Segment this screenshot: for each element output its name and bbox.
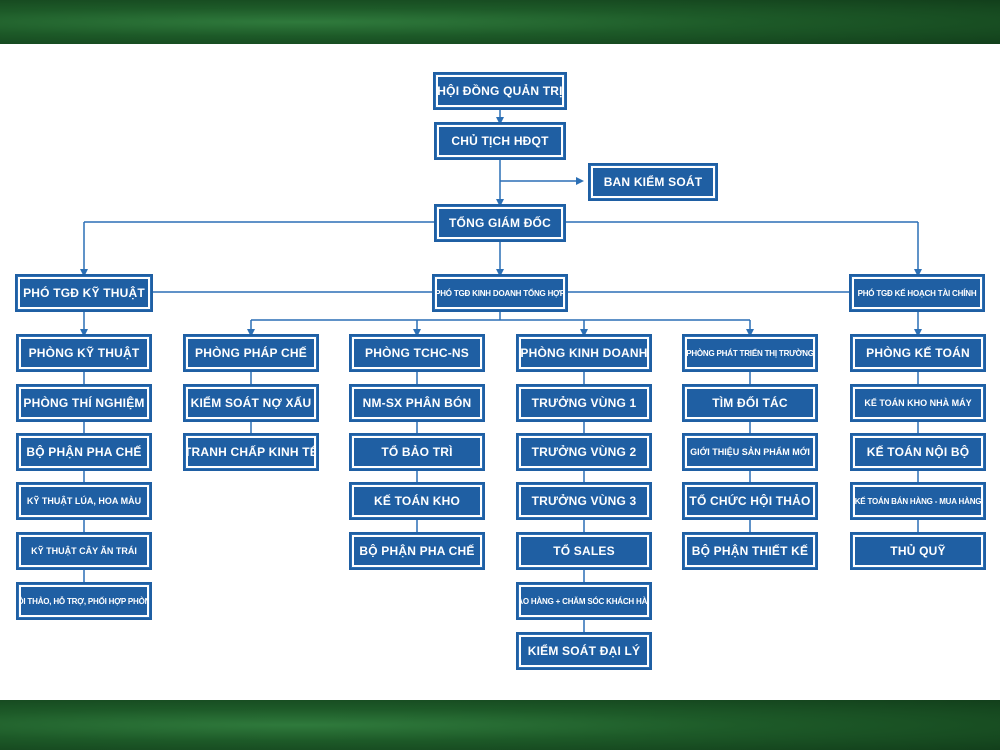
col6-item: KẾ TOÁN KHO NHÀ MÁY <box>852 386 984 420</box>
node-pho-tgd-ke-hoach-tai-chinh: PHÓ TGĐ KẾ HOẠCH TÀI CHÍNH <box>851 276 983 310</box>
dept-phong-ke-toan: PHÒNG KẾ TOÁN <box>852 336 984 370</box>
col5-item: TỔ CHỨC HỘI THẢO <box>684 484 816 518</box>
col5-item: TÌM ĐỐI TÁC <box>684 386 816 420</box>
dept-phong-ky-thuat: PHÒNG KỸ THUẬT <box>18 336 150 370</box>
col1-item: PHÒNG THÍ NGHIỆM <box>18 386 150 420</box>
node-pho-tgd-ky-thuat: PHÓ TGĐ KỸ THUẬT <box>17 276 151 310</box>
col2-item: TRANH CHẤP KINH TẾ <box>185 435 317 469</box>
dept-phong-tchc-ns: PHÒNG TCHC-NS <box>351 336 483 370</box>
col3-item: BỘ PHẬN PHA CHẾ <box>351 534 483 568</box>
col5-item: GIỚI THIỆU SẢN PHẨM MỚI <box>684 435 816 469</box>
node-ban-kiem-soat: BAN KIỂM SOÁT <box>590 165 716 199</box>
col4-item: KIỂM SOÁT ĐẠI LÝ <box>518 634 650 668</box>
node-chu-tich-hdqt: CHỦ TỊCH HĐQT <box>436 124 564 158</box>
col3-item: KẾ TOÁN KHO <box>351 484 483 518</box>
col4-item: TRƯỞNG VÙNG 3 <box>518 484 650 518</box>
node-tong-giam-doc: TỔNG GIÁM ĐỐC <box>436 206 564 240</box>
col4-item: TRƯỞNG VÙNG 1 <box>518 386 650 420</box>
node-hoi-dong-quan-tri: HỘI ĐỒNG QUẢN TRỊ <box>435 74 565 108</box>
dept-phong-phap-che: PHÒNG PHÁP CHẾ <box>185 336 317 370</box>
col1-item: KỸ THUẬT LÚA, HOA MÀU <box>18 484 150 518</box>
col3-item: NM-SX PHÂN BÓN <box>351 386 483 420</box>
col4-item: TỔ SALES <box>518 534 650 568</box>
col3-item: TỔ BẢO TRÌ <box>351 435 483 469</box>
col6-item: KẾ TOÁN NỘI BỘ <box>852 435 984 469</box>
col4-item: GIAO HÀNG + CHĂM SÓC KHÁCH HÀNG <box>518 584 650 618</box>
dept-phong-phat-trien-thi-truong: PHÒNG PHÁT TRIỂN THỊ TRƯỜNG <box>684 336 816 370</box>
top-green-band <box>0 0 1000 44</box>
col1-item: BỘ PHẬN PHA CHẾ <box>18 435 150 469</box>
col6-item: KẾ TOÁN BÁN HÀNG - MUA HÀNG <box>852 484 984 518</box>
col1-item: KỸ THUẬT CÂY ĂN TRÁI <box>18 534 150 568</box>
col4-item: TRƯỞNG VÙNG 2 <box>518 435 650 469</box>
col2-item: KIỂM SOÁT NỢ XẤU <box>185 386 317 420</box>
bottom-green-band <box>0 700 1000 750</box>
node-pho-tgd-kinh-doanh: PHÓ TGĐ KINH DOANH TỔNG HỢP <box>434 276 566 310</box>
dept-phong-kinh-doanh: PHÒNG KINH DOANH <box>518 336 650 370</box>
col5-item: BỘ PHẬN THIẾT KẾ <box>684 534 816 568</box>
col6-item: THỦ QUỸ <box>852 534 984 568</box>
col1-item: HỘI THẢO, HỖ TRỢ, PHỐI HỢP PHÒNG <box>18 584 150 618</box>
